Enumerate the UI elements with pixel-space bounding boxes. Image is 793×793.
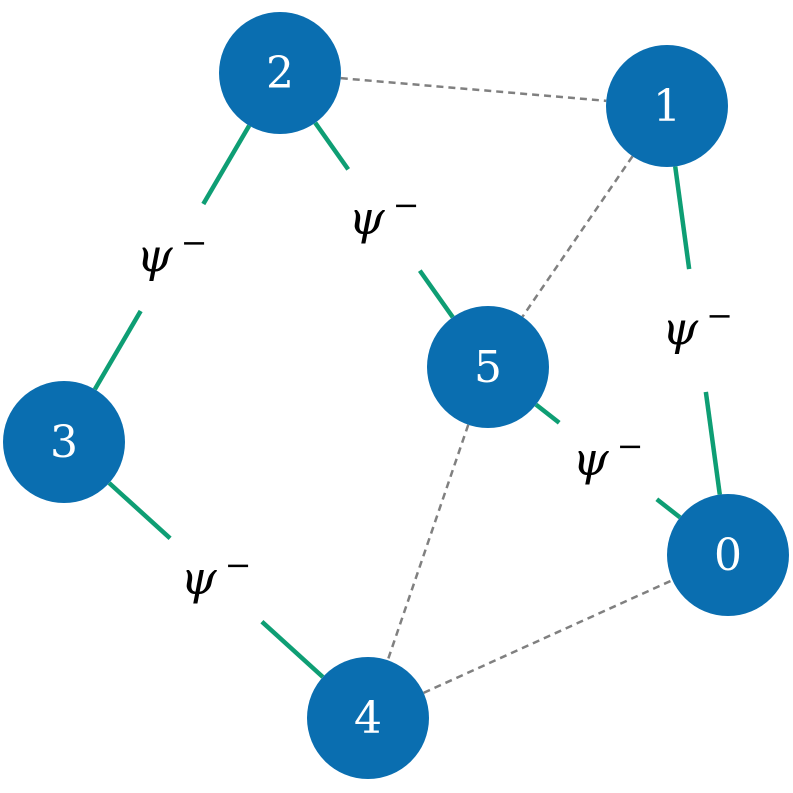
node-5-circle xyxy=(427,306,549,428)
edge-label-1-0: ψ− xyxy=(662,297,733,356)
node-5-label: 5 xyxy=(474,342,502,393)
edge-label-2-5: ψ− xyxy=(349,186,420,245)
node-4-label: 4 xyxy=(354,693,382,744)
node-1-circle xyxy=(606,45,728,167)
edge-3-4-segment-a xyxy=(107,481,172,540)
edge-label-3-4: ψ− xyxy=(181,546,252,605)
node-5: 5 xyxy=(427,306,549,428)
node-1-label: 1 xyxy=(653,81,681,132)
edge-1-0-segment-b xyxy=(703,391,723,495)
node-2-circle xyxy=(219,12,341,134)
edge-4-0-dashed xyxy=(423,579,673,694)
edge-1-5-dashed xyxy=(521,155,634,318)
edge-2-1-dashed xyxy=(340,76,607,103)
node-4-circle xyxy=(307,657,429,779)
node-0-label: 0 xyxy=(714,530,742,581)
node-3: 3 xyxy=(3,381,125,503)
node-0-circle xyxy=(667,494,789,616)
edge-5-0-segment-b xyxy=(655,497,682,520)
edges-layer xyxy=(92,76,723,694)
node-0: 0 xyxy=(667,494,789,616)
edge-2-3-segment-a xyxy=(201,124,252,206)
edge-2-3-segment-b xyxy=(92,309,143,391)
edge-3-4-segment-b xyxy=(260,620,325,679)
edge-5-0-segment-a xyxy=(534,402,561,425)
edge-2-5-segment-a xyxy=(313,121,351,171)
edge-1-0-segment-a xyxy=(672,166,692,270)
edge-label-2-3: ψ− xyxy=(137,224,208,283)
node-1: 1 xyxy=(606,45,728,167)
node-2: 2 xyxy=(219,12,341,134)
node-3-label: 3 xyxy=(50,417,78,468)
nodes-layer: 0 1 2 3 4 5 xyxy=(3,12,789,779)
edge-5-4-dashed xyxy=(386,424,470,661)
node-2-label: 2 xyxy=(266,48,294,99)
node-3-circle xyxy=(3,381,125,503)
edge-labels-layer: ψ− ψ− ψ− ψ− ψ− xyxy=(137,186,733,605)
edge-label-5-0: ψ− xyxy=(573,427,644,486)
node-4: 4 xyxy=(307,657,429,779)
edge-2-5-segment-b xyxy=(417,269,455,319)
